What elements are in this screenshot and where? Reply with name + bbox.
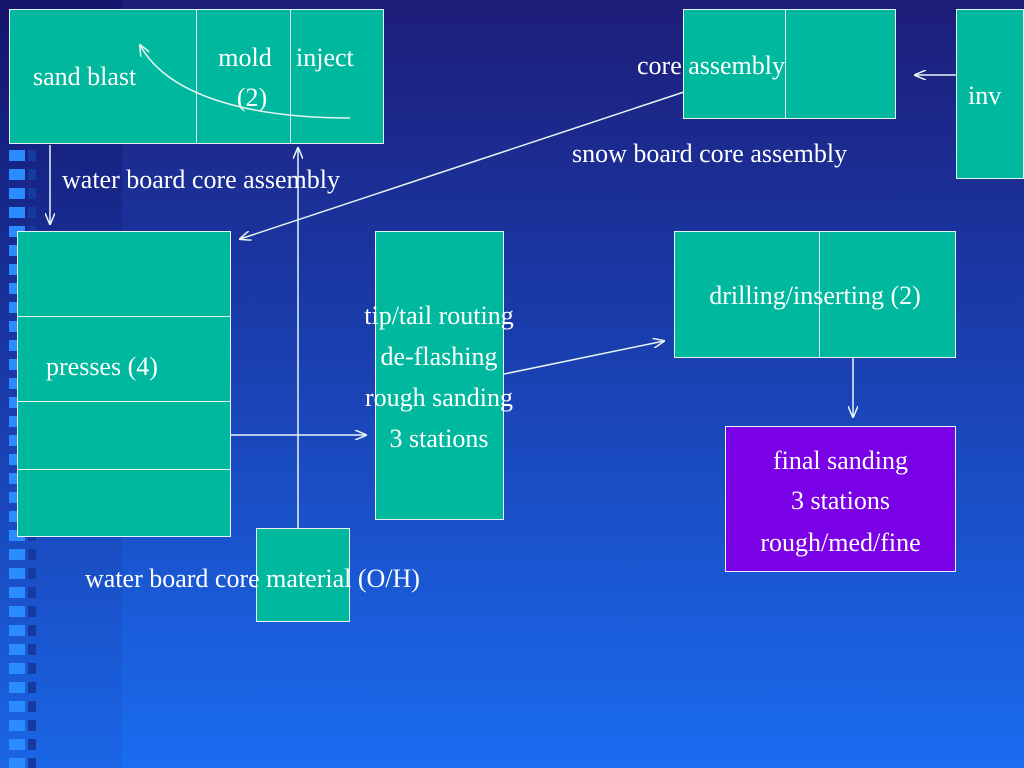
divider	[785, 10, 786, 118]
water-board-core-assembly-label: water board core assembly	[62, 165, 340, 194]
final-line-1: final sanding	[772, 446, 909, 475]
inv-box	[956, 9, 1024, 179]
divider	[18, 469, 230, 470]
divider	[290, 10, 291, 143]
drilling-label: drilling/inserting (2)	[709, 281, 921, 310]
routing-box	[375, 231, 504, 520]
water-board-core-material-label: water board core material (O/H)	[85, 564, 420, 593]
final-sanding-box	[725, 426, 956, 572]
divider	[819, 232, 820, 357]
presses-label: presses (4)	[46, 352, 158, 381]
divider	[18, 401, 230, 402]
routing-line-3: rough sanding	[364, 383, 514, 412]
divider	[18, 316, 230, 317]
sand-blast-mold-inject-box	[9, 9, 384, 144]
routing-line-2: de-flashing	[380, 342, 498, 371]
arrow-inject-to-sand-blast	[140, 45, 351, 119]
drilling-box	[674, 231, 956, 358]
sand-blast-label: sand blast	[33, 62, 137, 91]
arrow-core-assembly-to-presses	[240, 91, 685, 239]
arrow-routing-to-drilling	[503, 341, 664, 375]
mold-label: mold	[218, 43, 272, 72]
final-line-3: rough/med/fine	[760, 528, 921, 557]
core-assembly-label: core assembly	[637, 51, 786, 80]
core-material-box	[256, 528, 350, 622]
snow-board-core-assembly-label: snow board core assembly	[572, 139, 848, 168]
routing-line-1: tip/tail routing	[364, 301, 514, 330]
final-line-2: 3 stations	[791, 486, 890, 515]
inv-label: inv	[968, 81, 1002, 110]
routing-line-4: 3 stations	[389, 424, 489, 453]
inject-label: inject	[296, 43, 354, 72]
presses-box	[17, 231, 231, 537]
core-assembly-box	[683, 9, 896, 119]
divider	[196, 10, 197, 143]
